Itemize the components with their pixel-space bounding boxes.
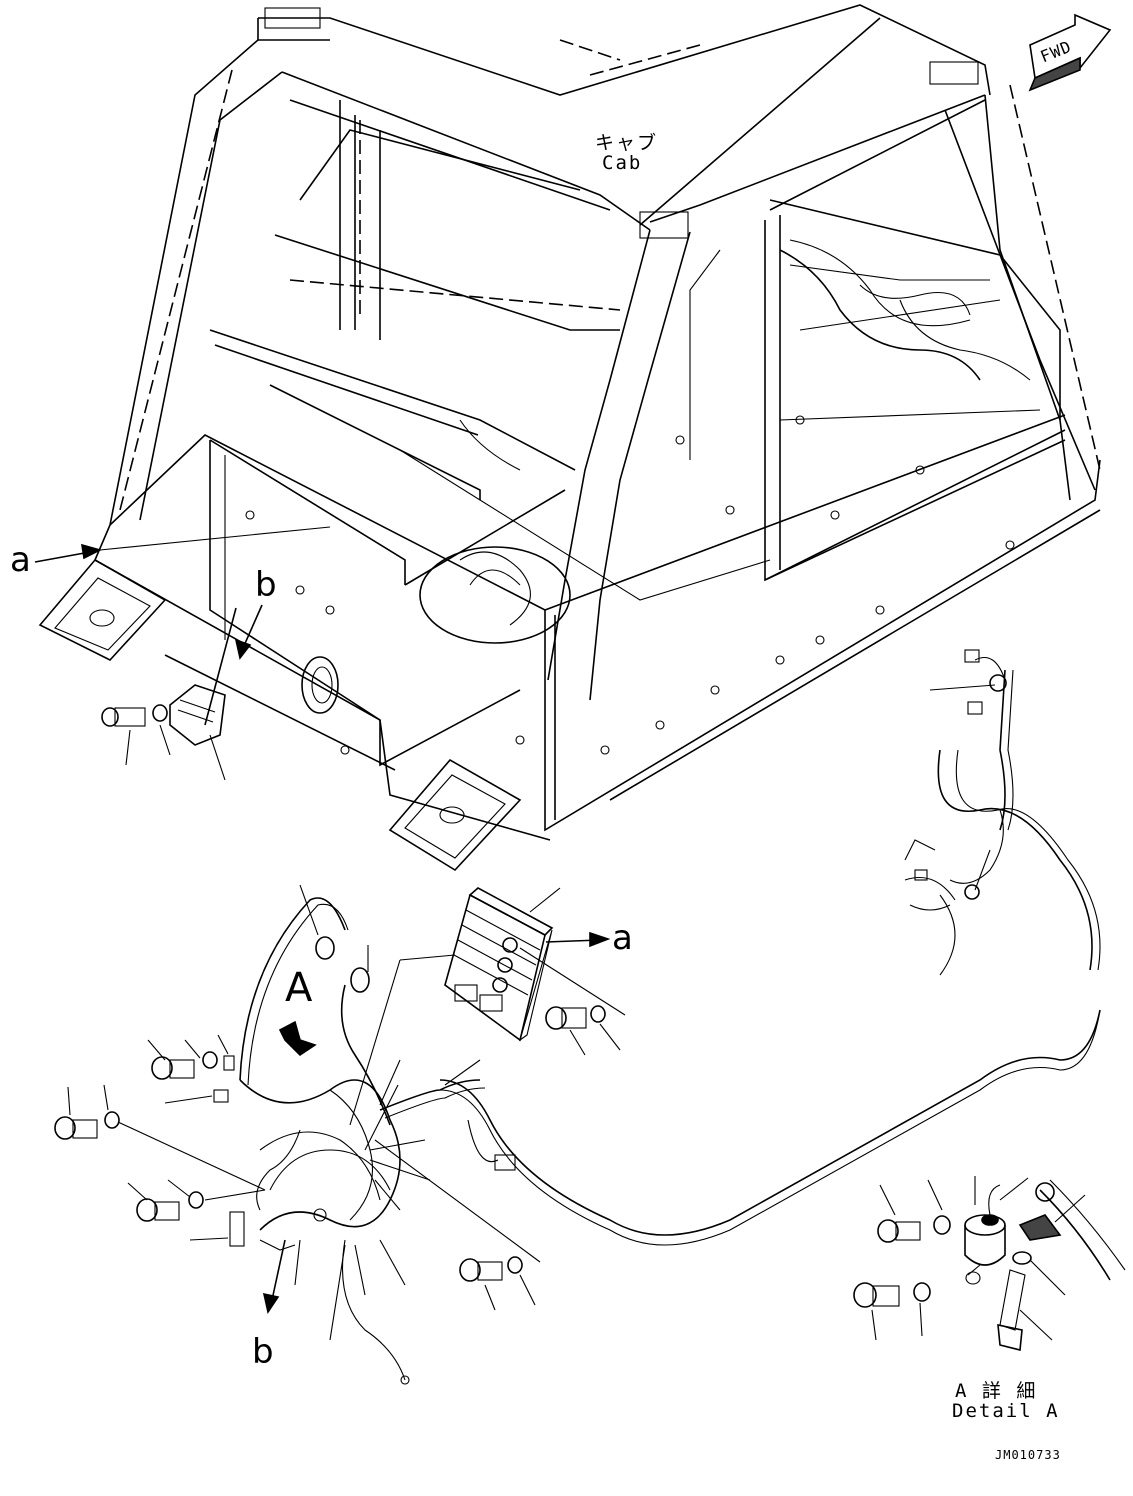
center-fasteners <box>329 1059 541 1341</box>
cab-label-en: Cab <box>602 152 643 174</box>
ecu-controller <box>349 887 626 1126</box>
detail-label-jp: A 詳 細 <box>955 1380 1038 1402</box>
callout-a-upper: a <box>10 540 31 580</box>
view-a-arrow-icon <box>278 1020 317 1057</box>
callout-b-upper: b <box>255 565 277 605</box>
callout-a-lower: a <box>612 918 633 958</box>
view-a-marker: A <box>285 965 313 1011</box>
cab-label-jp: キャブ <box>595 132 659 154</box>
callout-b-lower-pointer <box>262 1239 286 1315</box>
relay-bracket-assembly <box>101 607 237 781</box>
fwd-arrow-icon <box>1028 13 1112 92</box>
left-fasteners <box>54 1034 327 1286</box>
callout-b-lower: b <box>252 1332 274 1372</box>
callout-a-upper-pointer <box>34 526 331 563</box>
cab-frame <box>38 4 1101 872</box>
detail-label-en: Detail A <box>952 1400 1060 1422</box>
wiring-harness <box>239 649 1101 1385</box>
detail-a-parts <box>853 684 1126 1352</box>
callout-b-upper-pointer <box>234 604 263 660</box>
drawing-number: JM010733 <box>995 1448 1061 1462</box>
